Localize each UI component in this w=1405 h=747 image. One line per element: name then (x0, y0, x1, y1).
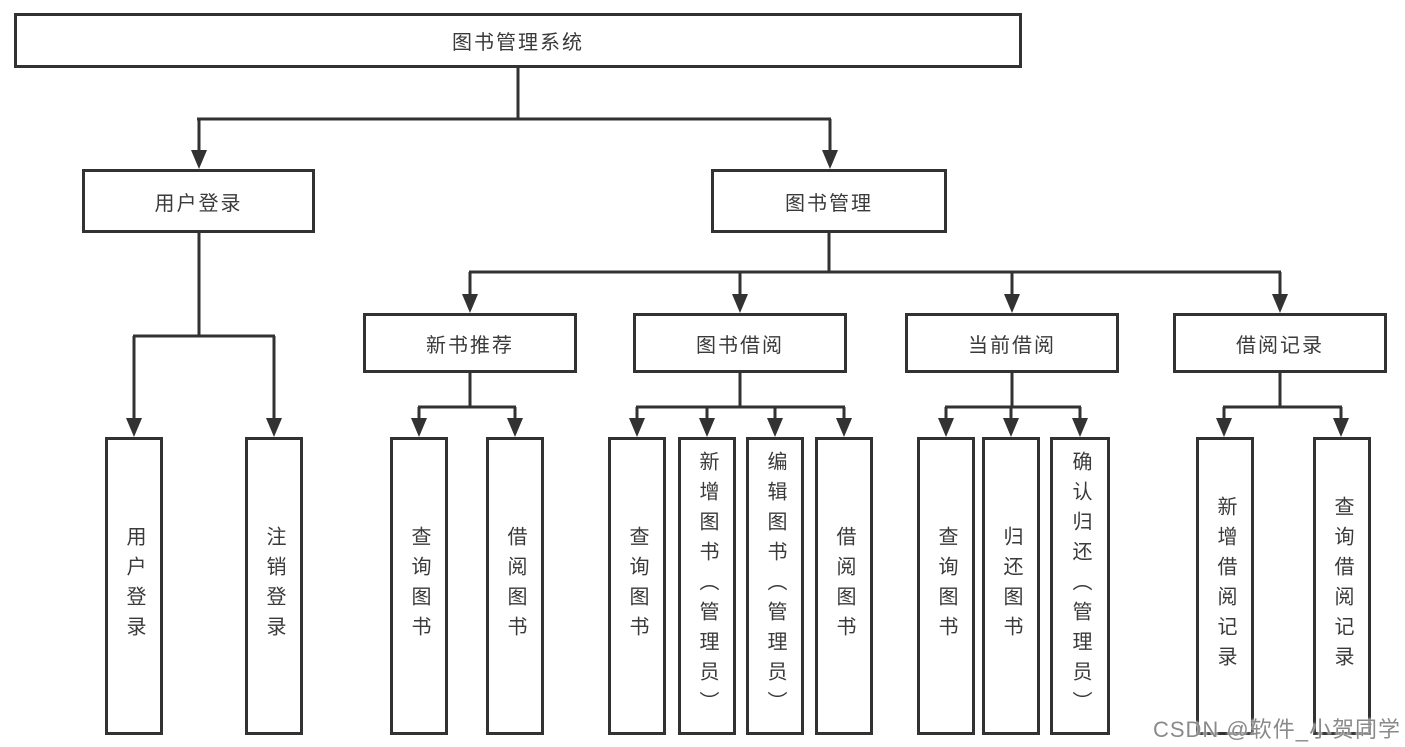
arrowhead-icon (822, 150, 838, 169)
node-label: 图书管理 (785, 192, 873, 215)
node-user-login: 用户登录 (82, 169, 315, 233)
node-label: 新书推荐 (426, 334, 514, 357)
arrowhead-icon (1003, 418, 1019, 437)
node-label: 新增图书（管理员） (696, 451, 718, 721)
node-label: 查询借阅记录 (1331, 496, 1353, 676)
node-current-borrowing: 当前借阅 (905, 313, 1119, 373)
node-label: 查询图书 (626, 526, 648, 646)
node-edit-book-admin: 编辑图书（管理员） (746, 437, 804, 735)
arrowhead-icon (767, 418, 783, 437)
node-label: 查询图书 (935, 526, 957, 646)
node-root: 图书管理系统 (14, 13, 1022, 68)
node-confirm-return-admin: 确认归还（管理员） (1050, 437, 1110, 735)
node-label: 图书借阅 (696, 334, 784, 357)
node-return-book: 归还图书 (982, 437, 1040, 735)
node-borrow-book-recommend: 借阅图书 (486, 437, 544, 735)
node-add-borrow-record: 新增借阅记录 (1196, 437, 1254, 735)
arrowhead-icon (1272, 294, 1288, 313)
node-query-borrow-record: 查询借阅记录 (1313, 437, 1371, 735)
arrowhead-icon (191, 150, 207, 169)
node-label: 借阅记录 (1236, 334, 1324, 357)
arrowhead-icon (732, 294, 748, 313)
node-label: 编辑图书（管理员） (764, 451, 786, 721)
arrowhead-icon (938, 418, 954, 437)
arrowhead-icon (126, 418, 142, 437)
node-query-books-borrow: 查询图书 (608, 437, 666, 735)
node-borrow-book: 借阅图书 (815, 437, 873, 735)
arrowhead-icon (1004, 294, 1020, 313)
arrowhead-icon (1333, 418, 1349, 437)
node-label: 确认归还（管理员） (1069, 451, 1091, 721)
node-new-book-recommendation: 新书推荐 (363, 313, 577, 373)
node-label: 用户登录 (154, 192, 243, 215)
arrowhead-icon (266, 418, 282, 437)
node-label: 图书管理系统 (452, 32, 584, 54)
arrowhead-icon (462, 294, 478, 313)
node-borrowing-records: 借阅记录 (1173, 313, 1387, 373)
arrowhead-icon (699, 418, 715, 437)
node-book-borrowing: 图书借阅 (633, 313, 847, 373)
node-book-management: 图书管理 (711, 169, 947, 233)
node-label: 用户登录 (123, 526, 145, 646)
node-label: 借阅图书 (504, 526, 526, 646)
node-label: 新增借阅记录 (1214, 496, 1236, 676)
csdn-watermark: CSDN @软件_小贺同学 (1152, 717, 1401, 742)
arrowhead-icon (507, 418, 523, 437)
arrowhead-icon (1072, 418, 1088, 437)
node-label: 借阅图书 (833, 526, 855, 646)
node-label: 注销登录 (263, 526, 285, 646)
node-user-login-leaf: 用户登录 (105, 437, 163, 735)
arrowhead-icon (411, 418, 427, 437)
node-label: 归还图书 (1000, 526, 1022, 646)
arrowhead-icon (629, 418, 645, 437)
arrowhead-icon (1216, 418, 1232, 437)
node-label: 当前借阅 (968, 334, 1056, 357)
node-logout: 注销登录 (245, 437, 303, 735)
node-query-books-recommend: 查询图书 (390, 437, 448, 735)
node-query-books-current: 查询图书 (917, 437, 975, 735)
arrowhead-icon (836, 418, 852, 437)
node-add-book-admin: 新增图书（管理员） (678, 437, 736, 735)
node-label: 查询图书 (408, 526, 430, 646)
